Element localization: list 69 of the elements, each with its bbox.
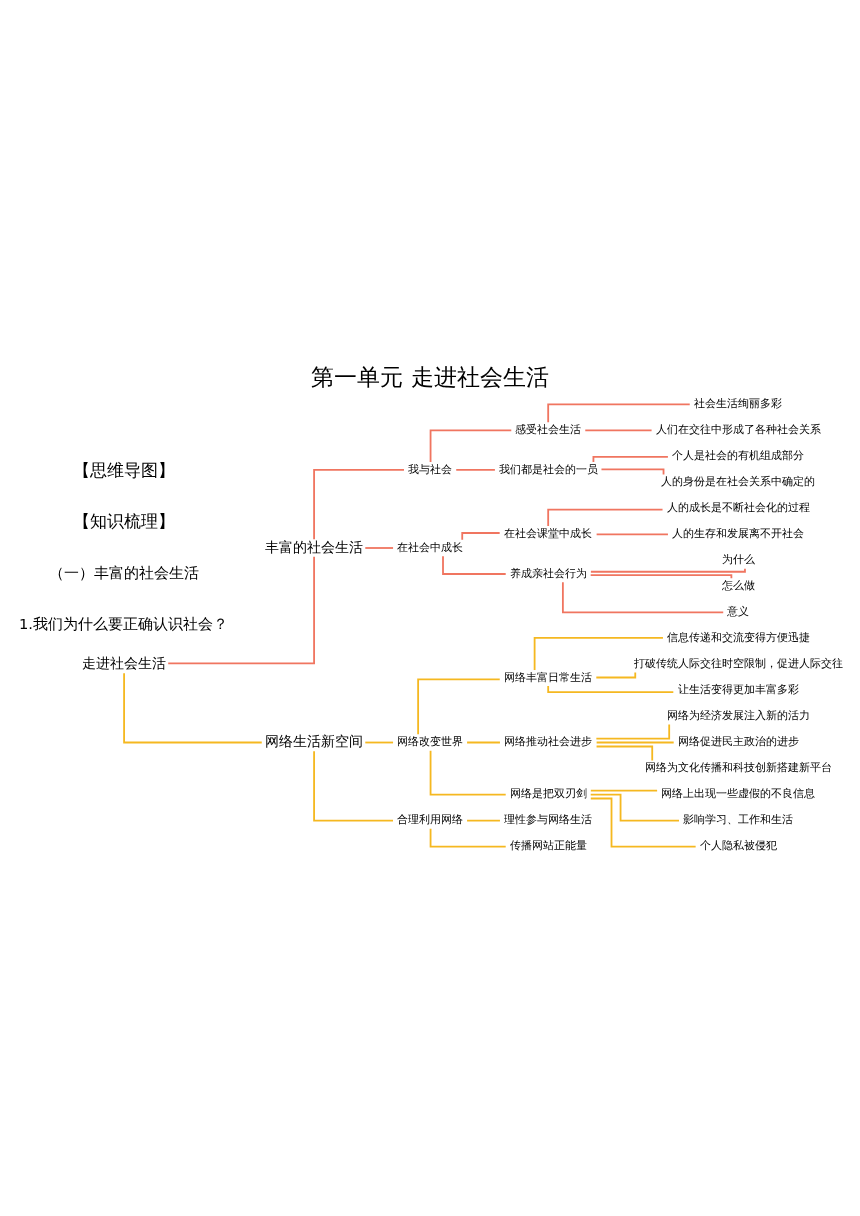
connector [561, 580, 725, 613]
connector [167, 555, 315, 664]
connector [595, 723, 671, 739]
connector [589, 793, 680, 821]
connector [590, 567, 746, 573]
connector [547, 684, 675, 693]
node-text: 怎么做 [721, 578, 755, 592]
connector [123, 671, 263, 743]
connector [589, 797, 697, 847]
connector [466, 819, 501, 821]
connector [364, 741, 394, 743]
node-text: 信息传递和交流变得方便迅捷 [666, 630, 810, 644]
node-text: 意义 [727, 604, 750, 618]
node-text: 人的生存和发展离不开社会 [672, 526, 805, 540]
node-text: 传播网站正能量 [509, 838, 587, 852]
node-text: 感受社会生活 [515, 422, 582, 436]
node-text: 网络为文化传播和科技创新搭建新平台 [644, 760, 832, 774]
node-text: 人的成长是不断社会化的过程 [666, 500, 810, 514]
connector [533, 636, 664, 671]
node-text: 网络促进民主政治的进步 [677, 734, 799, 748]
node-text: 个人是社会的有机组成部分 [672, 448, 805, 462]
connector [589, 573, 733, 579]
connector [442, 554, 507, 575]
node-text: 让生活变得更加丰富多彩 [677, 682, 799, 696]
node-text: 人们在交往中形成了各种社会关系 [655, 422, 821, 436]
connector [364, 546, 394, 549]
node-text: 打破传统人际交往时空限制，促进人际交往 [633, 656, 843, 670]
node-text: 丰富的社会生活 [264, 539, 363, 554]
node-text: 人的身份是在社会关系中确定的 [661, 474, 816, 488]
node-text: 网络上出现一些虚假的不良信息 [661, 786, 816, 800]
label: 【思维导图】 [72, 460, 175, 480]
connector [592, 455, 669, 463]
node-text: 在社会课堂中成长 [504, 526, 593, 540]
node-text: 社会生活绚丽多彩 [694, 396, 783, 410]
node-text: 网络改变世界 [397, 734, 463, 748]
connector [429, 428, 513, 463]
diagram-title: 第一单元 走进社会生活 [311, 363, 549, 390]
node-text: 合理利用网络 [397, 812, 463, 826]
connector [313, 749, 394, 821]
node-text: 走进社会生活 [81, 655, 166, 671]
connector [600, 468, 665, 475]
node-text: 网络生活新空间 [264, 733, 363, 749]
node-text: 网络是把双刃剑 [509, 786, 587, 800]
node-text: 我们都是社会的一员 [498, 462, 598, 476]
connector [313, 468, 405, 540]
connector [417, 678, 501, 735]
connector [595, 533, 669, 535]
connector [429, 749, 507, 795]
node-text: 我与社会 [408, 462, 452, 476]
label: 1.我们为什么要正确认识社会？ [19, 614, 229, 632]
connector [466, 741, 501, 743]
node-text: 网络为经济发展注入新的活力 [666, 708, 810, 722]
node-text: 养成亲社会行为 [509, 566, 587, 580]
connector [595, 671, 637, 678]
label: 【知识梳理】 [72, 511, 175, 531]
connector [595, 741, 675, 743]
node-text: 网络推动社会进步 [504, 734, 593, 748]
node-text: 网络丰富日常生活 [504, 670, 593, 684]
node-text: 个人隐私被侵犯 [699, 838, 777, 852]
connector [589, 789, 658, 791]
connector [595, 745, 654, 761]
connector [584, 428, 653, 431]
node-text: 在社会中成长 [397, 540, 463, 554]
node-text: 理性参与网络生活 [504, 812, 593, 826]
node-text: 影响学习、工作和生活 [683, 812, 794, 826]
node-text: 为什么 [721, 552, 755, 566]
label: （一）丰富的社会生活 [48, 563, 199, 581]
connector [455, 468, 496, 471]
connector [461, 531, 501, 541]
